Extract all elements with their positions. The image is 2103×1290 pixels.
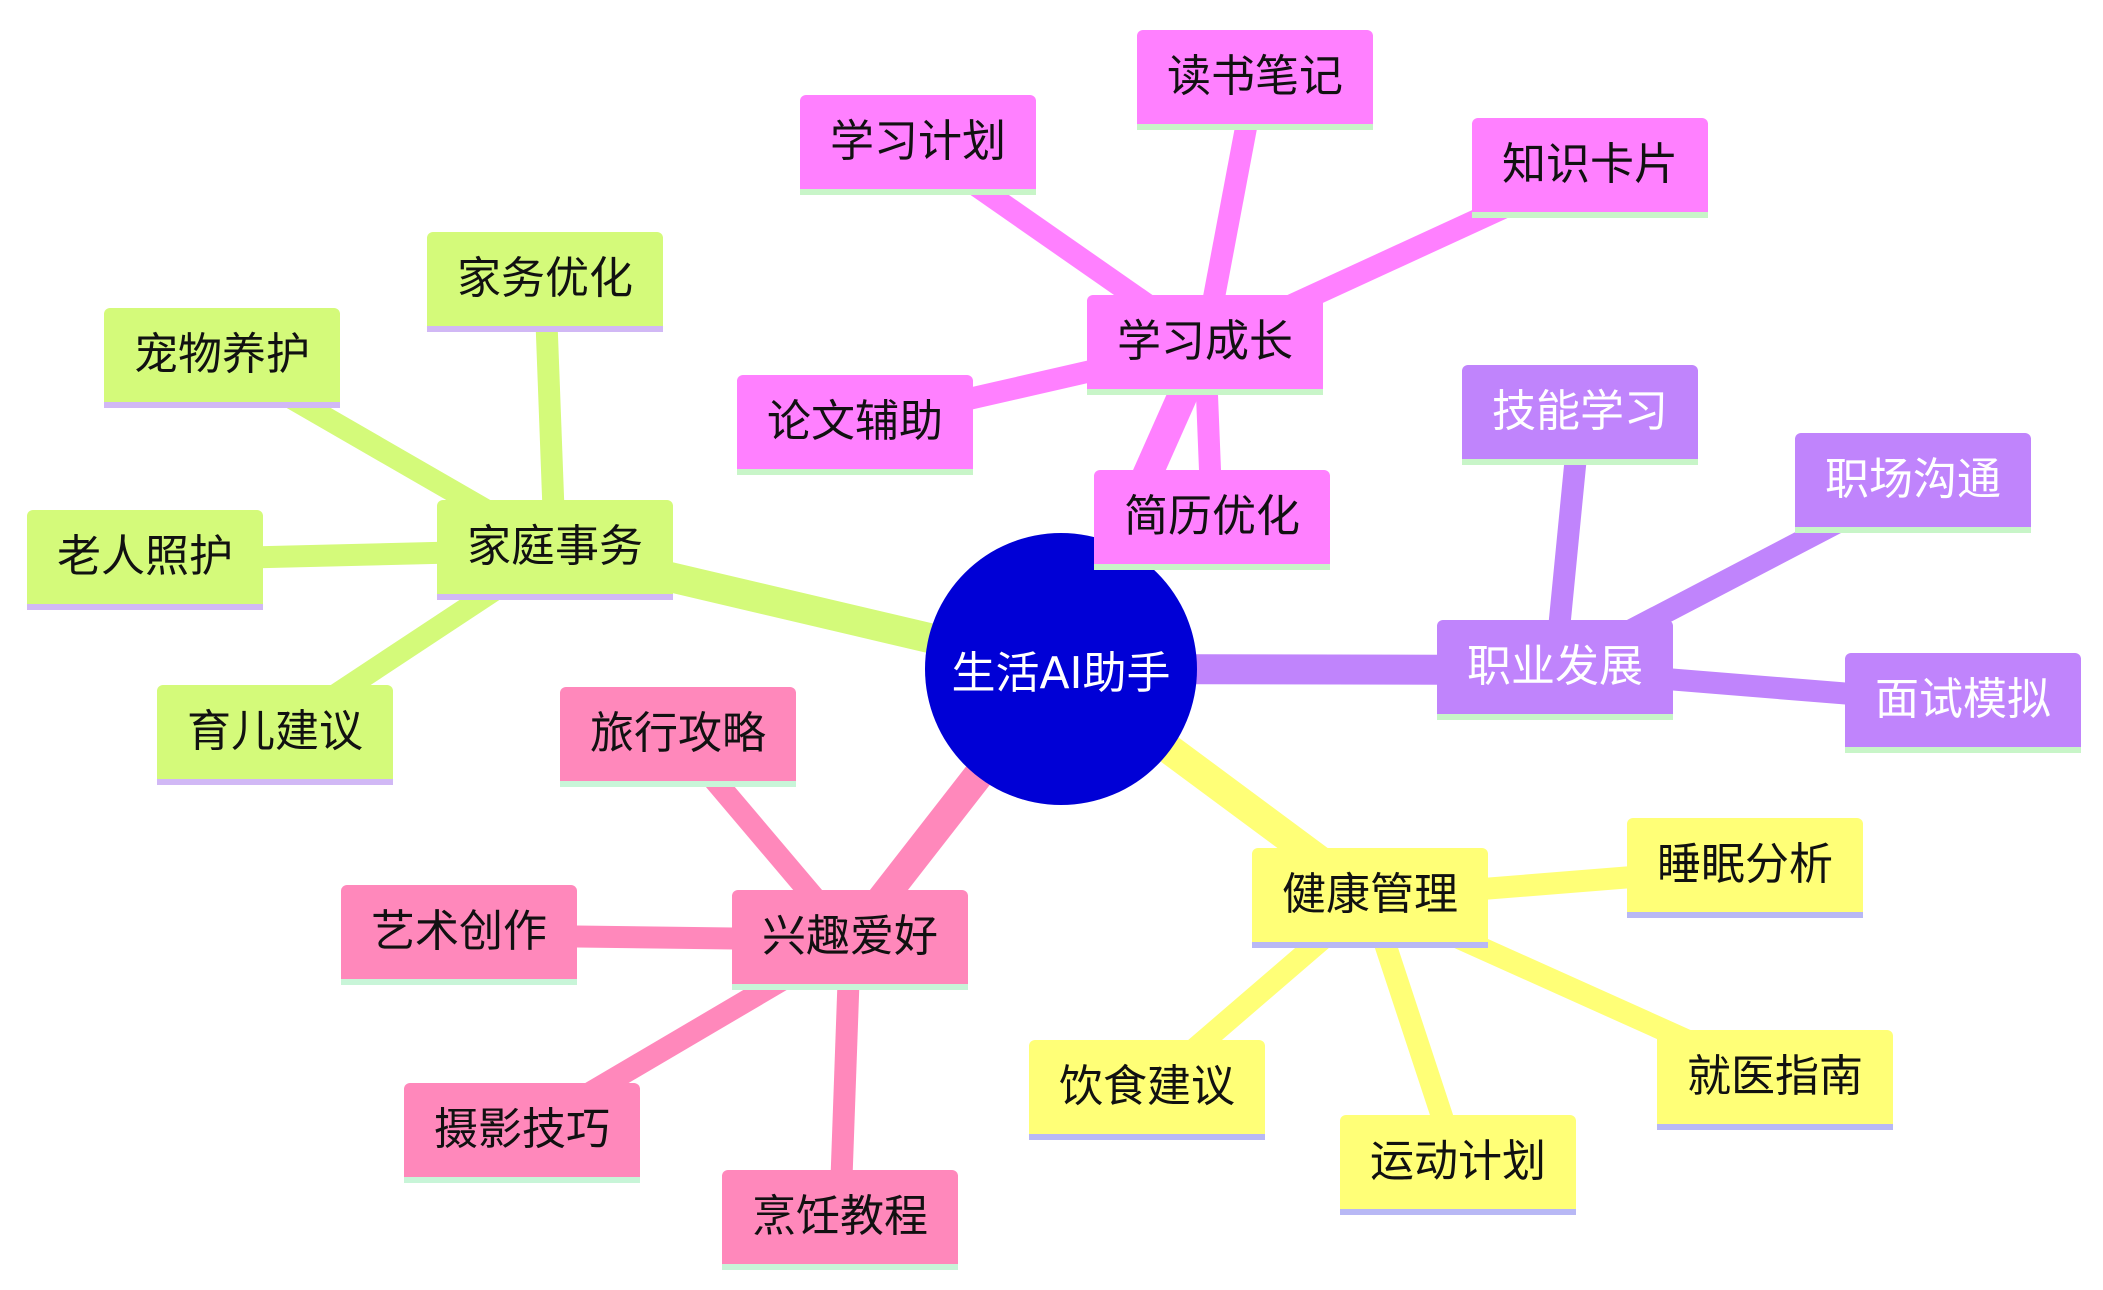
leaf-node-family-0[interactable]: 家务优化 [427,232,663,332]
branch-node-study[interactable]: 学习成长 [1087,295,1323,395]
leaf-node-study-4[interactable]: 简历优化 [1094,470,1330,570]
leaf-node-health-1-label: 饮食建议 [1059,1061,1235,1112]
leaf-node-study-0-label: 读书笔记 [1167,51,1343,102]
leaf-node-family-3-label: 育儿建议 [187,706,363,757]
leaf-node-career-0-label: 技能学习 [1492,386,1668,437]
branch-node-health[interactable]: 健康管理 [1252,848,1488,948]
branch-node-family-label: 家庭事务 [467,521,643,572]
leaf-node-health-1[interactable]: 饮食建议 [1029,1040,1265,1140]
leaf-node-hobby-3[interactable]: 烹饪教程 [722,1170,958,1270]
branch-node-health-label: 健康管理 [1282,869,1458,920]
leaf-node-hobby-2-label: 摄影技巧 [434,1104,610,1155]
leaf-node-health-0[interactable]: 睡眠分析 [1627,818,1863,918]
branch-node-study-label: 学习成长 [1117,316,1293,367]
leaf-node-study-1[interactable]: 学习计划 [800,95,1036,195]
leaf-node-family-2[interactable]: 老人照护 [27,510,263,610]
leaf-node-health-3[interactable]: 就医指南 [1657,1030,1893,1130]
leaf-node-hobby-1-label: 艺术创作 [371,906,547,957]
leaf-node-study-2[interactable]: 知识卡片 [1472,118,1708,218]
leaf-node-career-1[interactable]: 职场沟通 [1795,433,2031,533]
leaf-node-hobby-0-label: 旅行攻略 [590,708,766,759]
branch-node-hobby-label: 兴趣爱好 [762,911,938,962]
leaf-node-career-0[interactable]: 技能学习 [1462,365,1698,465]
leaf-node-hobby-2[interactable]: 摄影技巧 [404,1083,640,1183]
leaf-node-study-0[interactable]: 读书笔记 [1137,30,1373,130]
leaf-node-hobby-0[interactable]: 旅行攻略 [560,687,796,787]
leaf-node-family-0-label: 家务优化 [457,253,633,304]
leaf-node-study-3[interactable]: 论文辅助 [737,375,973,475]
leaf-node-health-2[interactable]: 运动计划 [1340,1115,1576,1215]
leaf-node-hobby-1[interactable]: 艺术创作 [341,885,577,985]
leaf-node-hobby-3-label: 烹饪教程 [752,1191,928,1242]
leaf-node-family-1-label: 宠物养护 [134,329,310,380]
root-label: 生活AI助手 [951,648,1171,699]
leaf-node-family-3[interactable]: 育儿建议 [157,685,393,785]
leaf-node-career-2-label: 面试模拟 [1875,674,2051,725]
leaf-node-health-0-label: 睡眠分析 [1657,839,1833,890]
root-node[interactable]: 生活AI助手 [925,533,1197,805]
leaf-node-study-1-label: 学习计划 [830,116,1006,167]
leaf-node-health-3-label: 就医指南 [1687,1051,1863,1102]
branch-node-career-label: 职业发展 [1467,641,1643,692]
branch-node-hobby[interactable]: 兴趣爱好 [732,890,968,990]
leaf-node-career-1-label: 职场沟通 [1825,454,2001,505]
leaf-node-study-3-label: 论文辅助 [767,396,943,447]
leaf-node-family-1[interactable]: 宠物养护 [104,308,340,408]
leaf-node-family-2-label: 老人照护 [57,531,233,582]
leaf-node-career-2[interactable]: 面试模拟 [1845,653,2081,753]
branch-node-career[interactable]: 职业发展 [1437,620,1673,720]
branch-node-family[interactable]: 家庭事务 [437,500,673,600]
leaf-node-health-2-label: 运动计划 [1370,1136,1546,1187]
leaf-node-study-2-label: 知识卡片 [1502,139,1678,190]
leaf-node-study-4-label: 简历优化 [1124,491,1300,542]
